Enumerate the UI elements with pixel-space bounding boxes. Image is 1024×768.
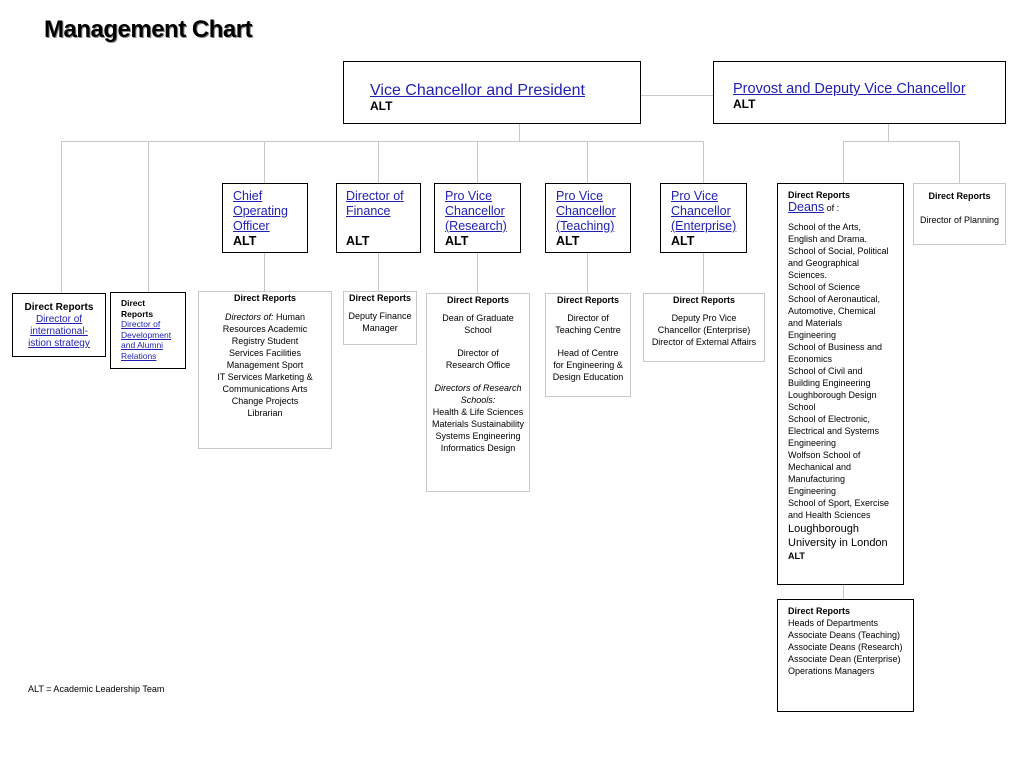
direct-reports-heading: Direct Reports — [788, 190, 851, 200]
research-direct-reports: Direct Reports Dean of Graduate School D… — [426, 293, 530, 492]
alt-tag: ALT — [788, 551, 805, 561]
finance-direct-reports: Direct Reports Deputy Finance Manager — [343, 291, 417, 345]
page-title: Management Chart — [44, 16, 253, 43]
alt-tag: ALT — [556, 234, 580, 248]
teaching-direct-reports: Direct Reports Director of Teaching Cent… — [545, 293, 631, 397]
deans-link[interactable]: Deans — [788, 200, 825, 214]
enterprise-direct-reports: Direct Reports Deputy Pro Vice Chancello… — [643, 293, 765, 362]
direct-reports-heading: Direct Reports — [788, 606, 851, 616]
provost-direct-reports: Direct Reports Deans of : School of the … — [777, 183, 904, 585]
alt-tag: ALT — [671, 234, 695, 248]
alt-tag: ALT — [370, 99, 393, 113]
alt-tag: ALT — [233, 234, 257, 248]
heads-direct-reports: Direct Reports Heads of Departments Asso… — [777, 599, 914, 712]
vice-chancellor-box: Vice Chancellor and President ALT — [343, 61, 641, 124]
direct-reports-heading: Direct Reports — [24, 302, 94, 313]
direct-reports-heading: Direct Reports — [672, 295, 735, 305]
planning-direct-reports: Direct Reports Director of Planning — [913, 183, 1006, 245]
direct-reports-heading: Direct Reports — [348, 293, 411, 303]
alt-tag: ALT — [445, 234, 469, 248]
direct-reports-heading: Direct Reports — [233, 293, 296, 303]
footnote: ALT = Academic Leadership Team — [28, 684, 165, 694]
alt-tag: ALT — [733, 97, 756, 111]
direct-reports-heading: Direct Reports — [928, 191, 991, 201]
alt-tag: ALT — [346, 234, 370, 248]
provost-link[interactable]: Provost and Deputy Vice Chancellor — [733, 81, 966, 97]
direct-reports-heading: Direct Reports — [446, 295, 509, 305]
provost-box: Provost and Deputy Vice Chancellor ALT — [713, 61, 1006, 124]
vice-chancellor-link[interactable]: Vice Chancellor and President — [370, 82, 585, 99]
direct-reports-heading: Direct Reports — [556, 295, 619, 305]
coo-direct-reports: Direct Reports Directors of: Human Resou… — [198, 291, 332, 449]
